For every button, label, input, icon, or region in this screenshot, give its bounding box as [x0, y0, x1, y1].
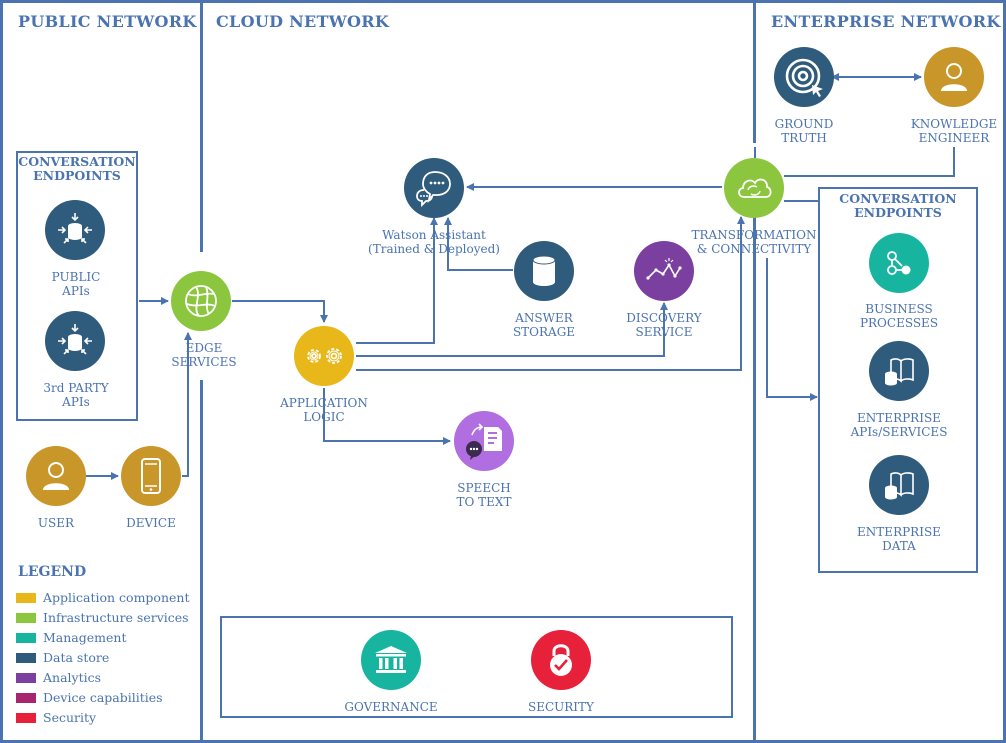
- public-apis-node[interactable]: [45, 200, 105, 260]
- process-flow-icon: [887, 251, 911, 275]
- speech-document-icon: [466, 423, 502, 460]
- legend-item: Application component: [16, 590, 189, 605]
- application-logic-node[interactable]: [294, 326, 354, 386]
- ground-truth-label: GROUND TRUTH: [774, 117, 834, 145]
- legend-item: Management: [16, 630, 126, 645]
- user-label: USER: [37, 516, 75, 530]
- security-node[interactable]: [531, 630, 591, 690]
- knowledge-engineer-node[interactable]: [924, 47, 984, 107]
- legend-swatch: [16, 712, 36, 723]
- legend-label: Device capabilities: [43, 690, 163, 705]
- enterprise-apis-node[interactable]: [869, 341, 929, 401]
- arrow-applogic-speech: [323, 388, 451, 445]
- legend-item: Device capabilities: [16, 690, 163, 705]
- transformation-node[interactable]: [724, 158, 784, 218]
- arrow-applogic-transform: [356, 216, 745, 371]
- speech-to-text-node[interactable]: [454, 411, 514, 471]
- device-label: DEVICE: [126, 516, 176, 530]
- application-logic-label: APPLICATION LOGIC: [280, 396, 368, 424]
- enterprise-network-title: ENTERPRISE NETWORK: [771, 12, 1001, 31]
- edge-services-label: EDGE SERVICES: [171, 341, 237, 369]
- transformation-label: TRANSFORMATION & CONNECTIVITY: [691, 228, 817, 256]
- legend-label: Analytics: [43, 670, 102, 685]
- cloud-sync-icon: [738, 178, 772, 198]
- conversation-endpoints-right-title: CONVERSATION ENDPOINTS: [839, 191, 957, 220]
- discovery-service-label: DISCOVERY SERVICE: [626, 311, 702, 339]
- gears-icon: [307, 348, 342, 364]
- arrow-applogic-discovery: [356, 302, 668, 357]
- line-transform-knowledge: [784, 147, 955, 177]
- public-apis-label: PUBLIC APIs: [51, 270, 101, 298]
- legend-item: Analytics: [16, 670, 101, 685]
- watson-assistant-label: Watson Assistant (Trained & Deployed): [368, 228, 500, 256]
- watson-assistant-node[interactable]: [404, 158, 464, 218]
- cloud-network-title: CLOUD NETWORK: [216, 12, 390, 31]
- enterprise-network-zone: [753, 0, 1006, 743]
- enterprise-data-node[interactable]: [869, 455, 929, 515]
- answer-storage-node[interactable]: [514, 241, 574, 301]
- legend-label: Infrastructure services: [43, 610, 189, 625]
- governance-label: GOVERNANCE: [344, 700, 438, 714]
- legend-label: Security: [43, 710, 97, 725]
- database-arrows-icon: [58, 213, 92, 244]
- bank-building-icon: [375, 646, 407, 673]
- legend-label: Application component: [43, 590, 190, 605]
- arrow-edge-applogic: [232, 300, 328, 323]
- legend-swatch: [16, 592, 36, 603]
- legend-item: Security: [16, 710, 96, 725]
- book-database-icon: [885, 472, 914, 500]
- security-label: SECURITY: [528, 700, 594, 714]
- enterprise-data-label: ENTERPRISE DATA: [857, 525, 941, 553]
- edge-services-node[interactable]: [171, 271, 231, 331]
- business-processes-label: BUSINESS PROCESSES: [859, 302, 939, 330]
- speech-to-text-label: SPEECH TO TEXT: [456, 481, 512, 509]
- governance-node[interactable]: [361, 630, 421, 690]
- legend-label: Management: [43, 630, 127, 645]
- conversation-endpoints-left-title: CONVERSATION ENDPOINTS: [18, 154, 136, 183]
- database-icon: [532, 255, 556, 286]
- knowledge-engineer-label: KNOWLEDGE ENGINEER: [910, 117, 998, 145]
- answer-storage-label: ANSWER STORAGE: [512, 311, 576, 339]
- legend-item: Infrastructure services: [16, 610, 189, 625]
- legend-swatch: [16, 632, 36, 643]
- user-node[interactable]: [26, 446, 86, 506]
- arrow-storage-watson: [444, 217, 513, 271]
- business-processes-node[interactable]: [869, 233, 929, 293]
- legend-title: LEGEND: [18, 564, 87, 580]
- enterprise-apis-label: ENTERPRISE APIs/SERVICES: [850, 411, 948, 439]
- target-icon: [785, 58, 823, 97]
- arrow-applogic-watson: [356, 217, 438, 344]
- arrow-device-edge: [182, 332, 192, 477]
- legend-item: Data store: [16, 650, 109, 665]
- trend-line-icon: [646, 258, 682, 280]
- book-database-icon: [885, 358, 914, 386]
- governance-security-box: [220, 616, 733, 718]
- ground-truth-node[interactable]: [774, 47, 834, 107]
- legend-swatch: [16, 652, 36, 663]
- legend-swatch: [16, 612, 36, 623]
- user-icon: [43, 462, 69, 490]
- legend-swatch: [16, 692, 36, 703]
- third-party-apis-node[interactable]: [45, 311, 105, 371]
- legend-swatch: [16, 672, 36, 683]
- device-node[interactable]: [121, 446, 181, 506]
- discovery-service-node[interactable]: [634, 241, 694, 301]
- public-network-title: PUBLIC NETWORK: [18, 12, 197, 31]
- arrow-transform-enterprise: [766, 258, 818, 401]
- globe-icon: [185, 285, 217, 317]
- database-arrows-icon: [58, 324, 92, 355]
- third-party-apis-label: 3rd PARTY APIs: [43, 381, 109, 409]
- legend-label: Data store: [43, 650, 110, 665]
- conversation-endpoints-left: [16, 151, 138, 421]
- chat-bubbles-icon: [416, 171, 451, 208]
- lock-check-icon: [550, 644, 572, 676]
- user-icon: [941, 63, 967, 91]
- phone-icon: [141, 458, 161, 494]
